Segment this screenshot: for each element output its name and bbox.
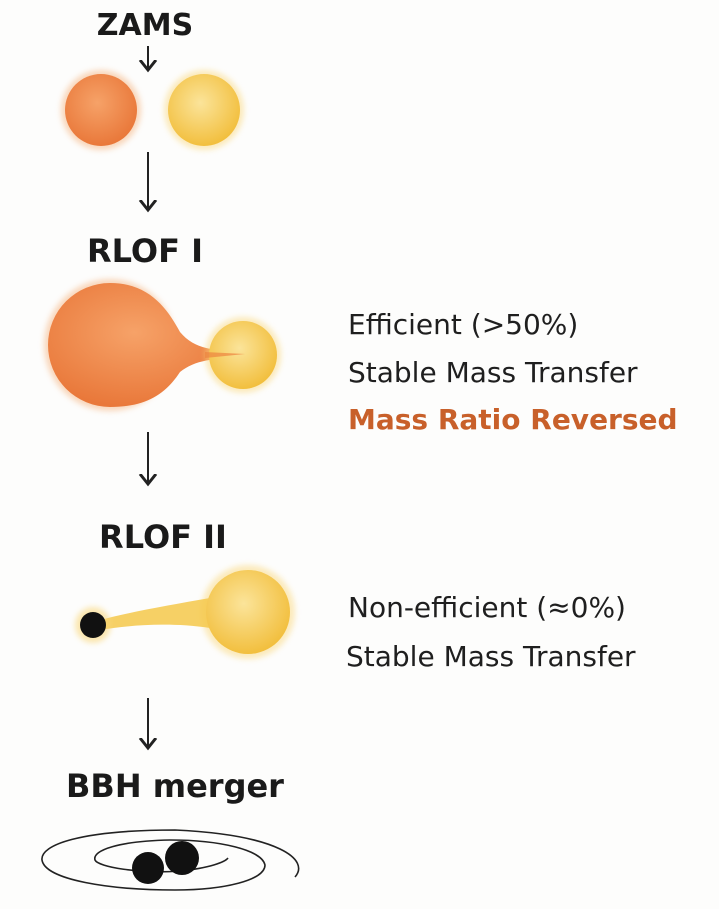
black-hole-1 bbox=[132, 852, 164, 884]
mass-stream bbox=[100, 598, 210, 630]
zams-binary bbox=[61, 70, 244, 150]
rlof-1-efficiency: Efficient (>50%) bbox=[348, 308, 578, 341]
rlof-2-binary bbox=[75, 565, 295, 659]
accretor-star-yellow bbox=[209, 321, 277, 389]
bbh-merger-icon bbox=[41, 829, 300, 891]
stage-label-rlof-1: RLOF I bbox=[87, 232, 203, 270]
yellow-star bbox=[168, 74, 240, 146]
stage-label-bbh-merger: BBH merger bbox=[66, 767, 284, 805]
rlof-1-highlight: Mass Ratio Reversed bbox=[348, 403, 678, 436]
rlof-2-stability: Stable Mass Transfer bbox=[346, 640, 636, 673]
stage-label-zams: ZAMS bbox=[97, 8, 193, 43]
donor-star-yellow bbox=[206, 570, 290, 654]
donor-star-orange bbox=[48, 283, 240, 407]
stage-label-rlof-2: RLOF II bbox=[99, 518, 227, 556]
black-hole bbox=[80, 612, 106, 638]
orange-star bbox=[65, 74, 137, 146]
black-hole-2 bbox=[165, 841, 199, 875]
mass-stream bbox=[205, 352, 245, 358]
rlof-1-binary bbox=[44, 279, 281, 411]
rlof-1-stability: Stable Mass Transfer bbox=[348, 356, 638, 389]
rlof-2-efficiency: Non-efficient (≈0%) bbox=[348, 591, 626, 624]
